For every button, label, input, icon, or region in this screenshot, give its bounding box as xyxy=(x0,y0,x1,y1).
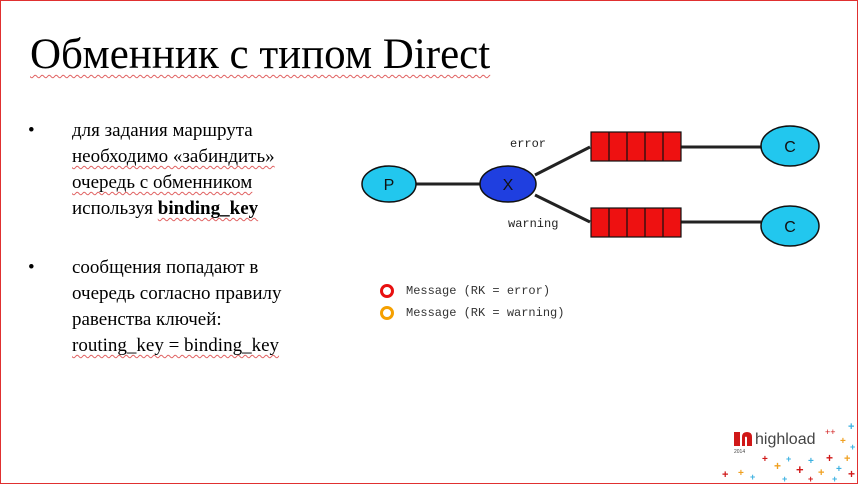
svg-text:+: + xyxy=(808,474,813,484)
logo-superscript: ++ xyxy=(825,427,836,437)
logo-mark xyxy=(734,432,752,446)
highload-logo: highload ++ 2014 + + + + + + + + + + + +… xyxy=(722,421,855,484)
svg-text:+: + xyxy=(786,454,791,464)
edge-x-warning xyxy=(534,193,591,224)
edge-x-error xyxy=(534,145,591,177)
svg-text:+: + xyxy=(722,469,728,481)
legend-label: Message (RK = warning) xyxy=(406,306,565,320)
svg-text:+: + xyxy=(762,454,768,465)
bullet-line: равенства ключей: xyxy=(72,309,222,330)
svg-text:+: + xyxy=(844,453,850,465)
logo-text: highload xyxy=(755,431,816,448)
queue-body xyxy=(590,207,682,238)
svg-text:+: + xyxy=(750,472,755,482)
bullet-list: • для задания маршрута необходимо «забин… xyxy=(28,118,358,392)
consumer-top-label: C xyxy=(784,139,796,156)
queue-error xyxy=(590,131,682,162)
bullet-line: для задания маршрута xyxy=(72,120,253,141)
bullet-line-text: используя xyxy=(72,198,158,219)
logo-year: 2014 xyxy=(734,449,745,455)
legend-label: Message (RK = error) xyxy=(406,284,551,298)
svg-text:+: + xyxy=(836,464,842,475)
svg-text:+: + xyxy=(818,467,824,479)
decorative-plus-pattern: + + + + + + + + + + + + + + + + + + + xyxy=(722,421,855,484)
edge-label-warning: warning xyxy=(508,217,558,231)
svg-text:+: + xyxy=(848,467,855,481)
svg-text:+: + xyxy=(840,436,846,447)
message-warning-marker xyxy=(380,306,394,320)
bullet-dot: • xyxy=(28,257,35,278)
slide-title: Обменник с типом Direct xyxy=(30,31,491,78)
bullet-line-with-bold: используя binding_key xyxy=(72,196,358,222)
svg-text:+: + xyxy=(850,442,855,452)
queue-warning xyxy=(590,207,682,238)
edge-label-error: error xyxy=(510,137,546,151)
producer-label: P xyxy=(384,177,395,194)
svg-text:+: + xyxy=(832,474,837,484)
svg-text:+: + xyxy=(782,474,787,484)
svg-text:+: + xyxy=(826,451,833,465)
logo-mark-bar xyxy=(734,432,740,446)
producer-node xyxy=(361,165,417,203)
exchange-node xyxy=(479,165,537,203)
legend-item-error: Message (RK = error) xyxy=(380,280,564,302)
svg-text:+: + xyxy=(774,459,781,473)
bullet-line: очередь согласно правилу xyxy=(72,283,282,304)
consumer-bottom-node xyxy=(760,205,820,247)
consumer-top-node xyxy=(760,125,820,167)
svg-text:+: + xyxy=(848,421,854,433)
message-legend: Message (RK = error) Message (RK = warni… xyxy=(380,280,564,324)
message-error-marker xyxy=(380,284,394,298)
logo-mark-arch xyxy=(742,432,752,446)
svg-text:+: + xyxy=(738,468,744,479)
routing-diagram: P X error warning C C xyxy=(361,125,820,247)
bullet-line: routing_key = binding_key xyxy=(72,335,280,356)
bullet-line: очередь с обменником xyxy=(72,172,253,193)
legend-item-warning: Message (RK = warning) xyxy=(380,302,564,324)
bullet-line: необходимо «забиндить» xyxy=(72,146,275,167)
bullet-item-2: • сообщения попадают в очередь согласно … xyxy=(28,255,358,359)
bullet-line: сообщения попадают в xyxy=(72,257,259,278)
bullet-dot: • xyxy=(28,120,35,141)
queue-body xyxy=(590,131,682,162)
svg-text:+: + xyxy=(808,456,814,467)
consumer-bottom-label: C xyxy=(784,219,796,236)
exchange-label: X xyxy=(503,177,514,194)
binding-key-term: binding_key xyxy=(157,198,259,219)
bullet-item-1: • для задания маршрута необходимо «забин… xyxy=(28,118,358,222)
svg-text:+: + xyxy=(796,462,804,477)
